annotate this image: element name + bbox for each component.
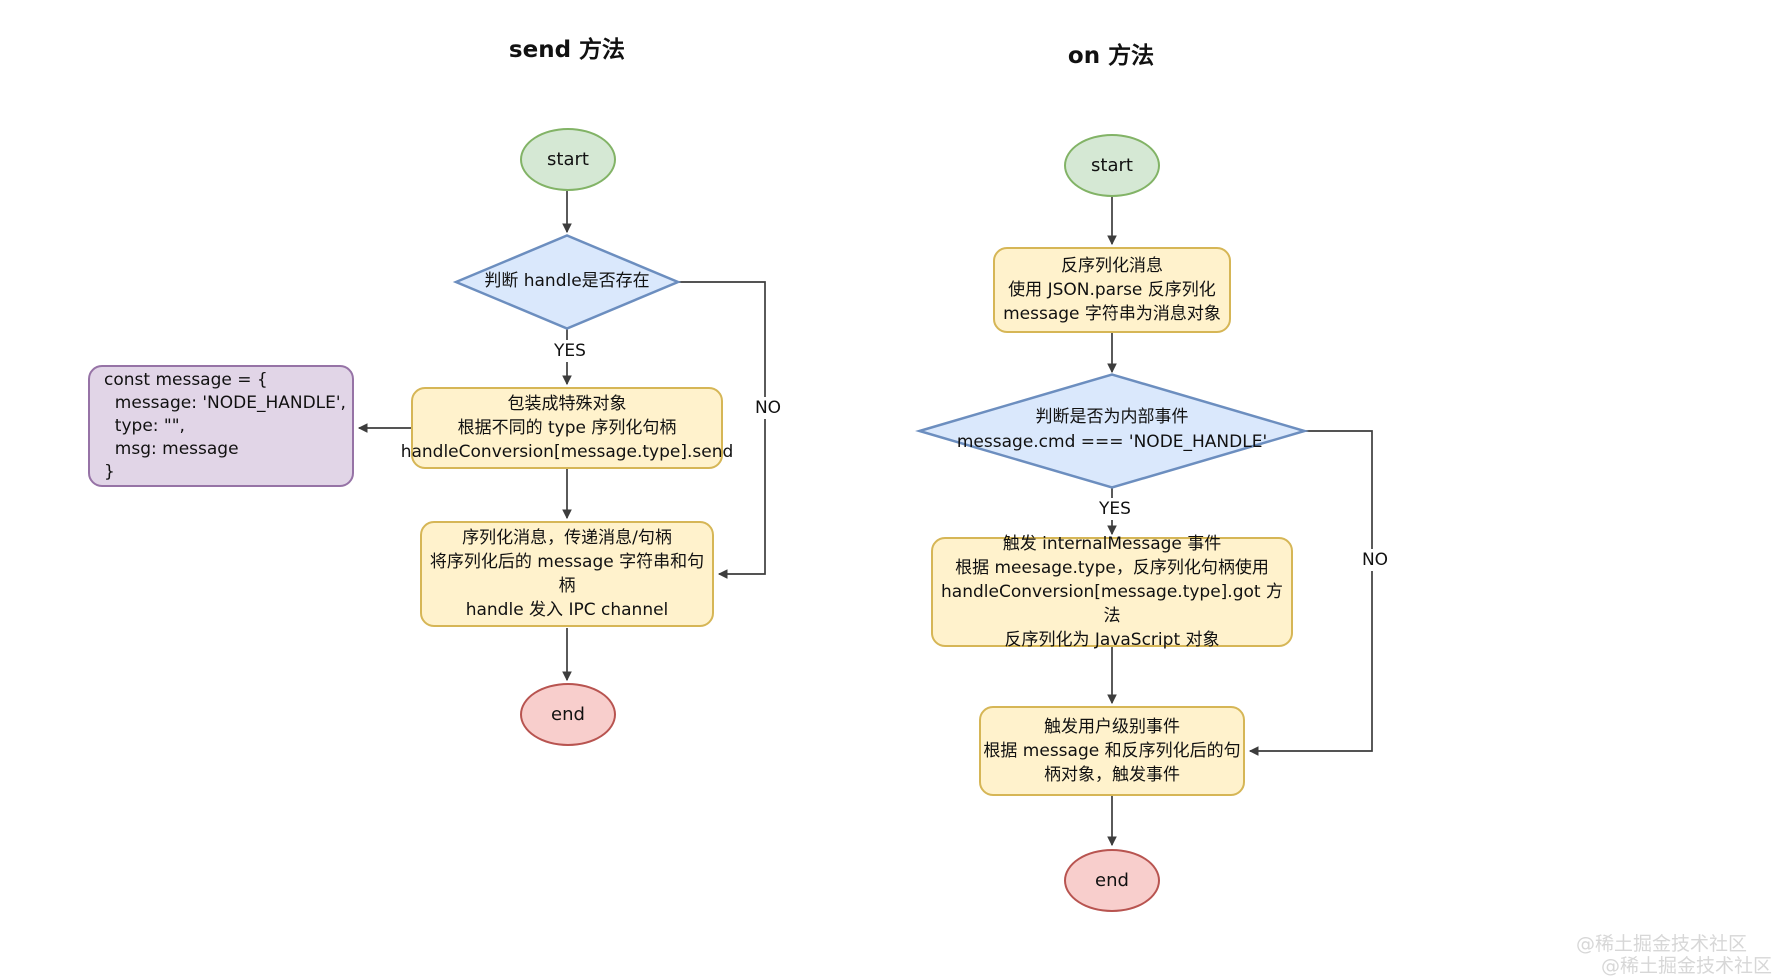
send-process1-line: 根据不同的 type 序列化句柄 <box>457 418 677 438</box>
send-process2-line: 序列化消息，传递消息/句柄 <box>462 528 672 548</box>
on-process3-node: 触发用户级别事件 根据 message 和反序列化后的句 柄对象，触发事件 <box>979 706 1245 796</box>
send-end-node: end <box>520 683 616 746</box>
send-code-line: type: "", <box>104 415 185 436</box>
send-process1-line: handleConversion[message.type].send <box>400 442 734 462</box>
send-code-line: } <box>104 461 115 482</box>
send-end-label: end <box>551 703 585 725</box>
send-process1-node: 包装成特殊对象 根据不同的 type 序列化句柄 handleConversio… <box>401 387 733 469</box>
send-process2-line: handle 发入 IPC channel <box>465 600 669 620</box>
send-start-node: start <box>520 128 616 191</box>
on-decision-diamond <box>915 373 1309 489</box>
on-process3-line: 柄对象，触发事件 <box>1044 765 1180 785</box>
on-decision-line: message.cmd === 'NODE_HANDLE' <box>956 432 1268 452</box>
on-decision-line: 判断是否为内部事件 <box>1035 407 1189 427</box>
on-process2-line: 触发 internalMessage 事件 <box>1002 534 1222 554</box>
watermark-line-2: @稀土掘金技术社区 <box>1600 955 1772 977</box>
send-decision-text: 判断 handle是否存在 <box>437 269 697 294</box>
send-start-label: start <box>547 148 589 170</box>
send-process2-node: 序列化消息，传递消息/句柄 将序列化后的 message 字符串和句柄 hand… <box>420 521 714 627</box>
send-process1-line: 包装成特殊对象 <box>507 394 627 414</box>
send-yes-label: YES <box>546 340 594 362</box>
send-decision-line: 判断 handle是否存在 <box>484 271 650 291</box>
send-no-label: NO <box>744 397 792 419</box>
send-process2-line: 将序列化后的 message 字符串和句柄 <box>429 552 705 596</box>
watermark-line-1: @稀土掘金技术社区 <box>1575 933 1747 955</box>
on-end-node: end <box>1064 849 1160 912</box>
on-process1-node: 反序列化消息 使用 JSON.parse 反序列化 message 字符串为消息… <box>993 247 1231 333</box>
send-flow-title: send 方法 <box>508 37 626 63</box>
on-start-node: start <box>1064 134 1160 197</box>
send-code-line: message: 'NODE_HANDLE', <box>104 392 346 413</box>
on-process1-line: 反序列化消息 <box>1061 256 1163 276</box>
on-decision-text: 判断是否为内部事件 message.cmd === 'NODE_HANDLE' <box>942 405 1282 455</box>
send-edge-decision-no <box>678 281 766 579</box>
on-yes-label: YES <box>1091 498 1139 520</box>
on-flow-title: on 方法 <box>1067 43 1155 69</box>
send-code-line: msg: message <box>104 438 239 459</box>
on-process1-line: message 字符串为消息对象 <box>1003 304 1221 324</box>
on-end-label: end <box>1095 869 1129 891</box>
on-process2-line: 根据 meesage.type，反序列化句柄使用 <box>955 558 1269 578</box>
on-edge-decision-no <box>1248 430 1373 756</box>
on-process2-line: handleConversion[message.type].got 方法 <box>941 582 1283 626</box>
on-process3-line: 根据 message 和反序列化后的句 <box>983 741 1241 761</box>
send-code-node: const message = { message: 'NODE_HANDLE'… <box>88 365 354 487</box>
on-process2-line: 反序列化为 JavaScript 对象 <box>1004 630 1220 650</box>
on-process3-line: 触发用户级别事件 <box>1044 717 1180 737</box>
on-no-label: NO <box>1351 549 1399 571</box>
on-process1-line: 使用 JSON.parse 反序列化 <box>1008 280 1216 300</box>
send-decision-diamond <box>452 234 682 330</box>
on-start-label: start <box>1091 154 1133 176</box>
send-code-line: const message = { <box>104 369 268 390</box>
on-process2-node: 触发 internalMessage 事件 根据 meesage.type，反序… <box>931 534 1293 650</box>
